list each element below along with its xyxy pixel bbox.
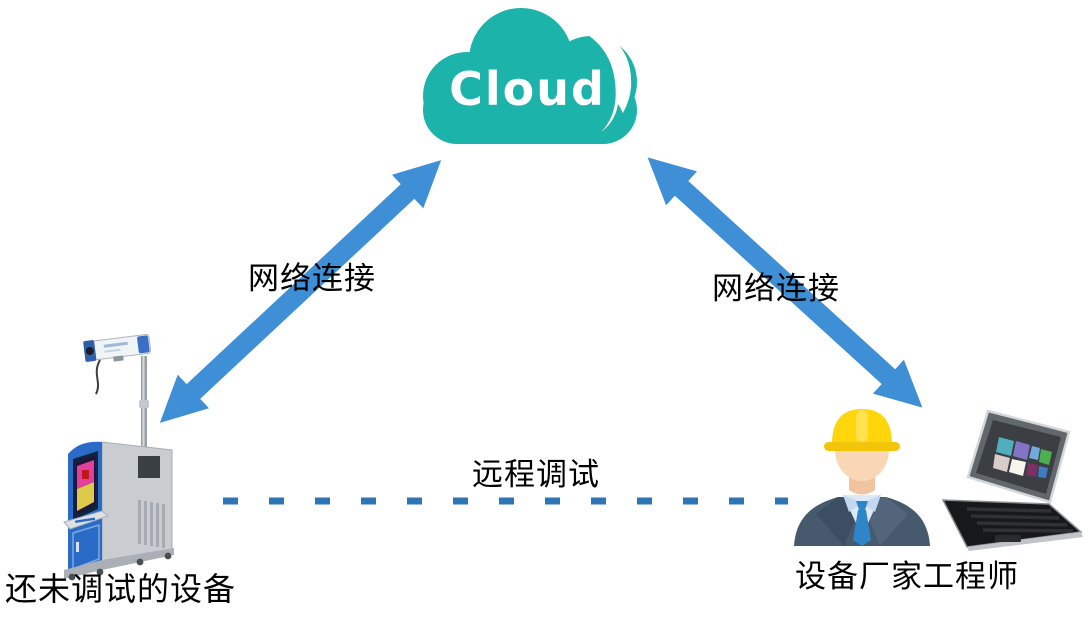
laptop-node	[933, 408, 1085, 551]
cloud-node: Cloud	[405, 4, 650, 152]
engineer-node-label: 设备厂家工程师	[795, 559, 1019, 595]
engineer-icon	[794, 409, 930, 546]
engineer-collar-left	[843, 495, 862, 512]
camera-cable	[95, 359, 101, 395]
kiosk-ledge-label	[74, 517, 96, 524]
laptop-keyboard	[966, 507, 1074, 533]
network-connection-label-right: 网络连接	[712, 271, 840, 307]
kiosk-door	[72, 523, 100, 571]
network-arrow-left-icon	[159, 160, 442, 423]
kiosk-device-icon	[63, 334, 174, 581]
cloud-icon	[423, 8, 637, 144]
kiosk-base	[64, 548, 174, 579]
network-connection-label-left: 网络连接	[248, 261, 376, 297]
engineer-hat-ridge	[856, 410, 868, 442]
laptop-base-rim	[967, 532, 1083, 551]
kiosk-vent-slots	[138, 500, 165, 548]
kiosk-door-handle	[76, 542, 79, 552]
laptop-icon	[941, 409, 1083, 551]
cloud-label: Cloud	[449, 62, 606, 116]
network-arrow-right-icon	[647, 157, 923, 408]
engineer-collar-right	[862, 495, 881, 512]
laptop-screen-tiles	[993, 437, 1052, 478]
device-node	[42, 330, 182, 581]
cloud-body	[423, 8, 637, 144]
remote-debug-label: 远程调试	[472, 457, 600, 493]
cloud-swoosh-curl	[601, 104, 624, 135]
device-node-label: 还未调试的设备	[5, 570, 237, 608]
kiosk-pole-joint	[139, 400, 149, 408]
engineer-node	[786, 404, 938, 546]
kiosk-screen-thermal-bottom	[77, 482, 94, 511]
kiosk-vent-square	[138, 456, 160, 478]
kiosk-screen-hotspot	[82, 470, 89, 479]
laptop-trackpad	[995, 535, 1021, 542]
engineer-tie	[853, 501, 871, 546]
engineer-hat-brim	[824, 442, 900, 451]
kiosk-side-panel	[101, 441, 173, 564]
kiosk-feet	[68, 552, 172, 581]
camera-head-icon	[83, 334, 152, 362]
